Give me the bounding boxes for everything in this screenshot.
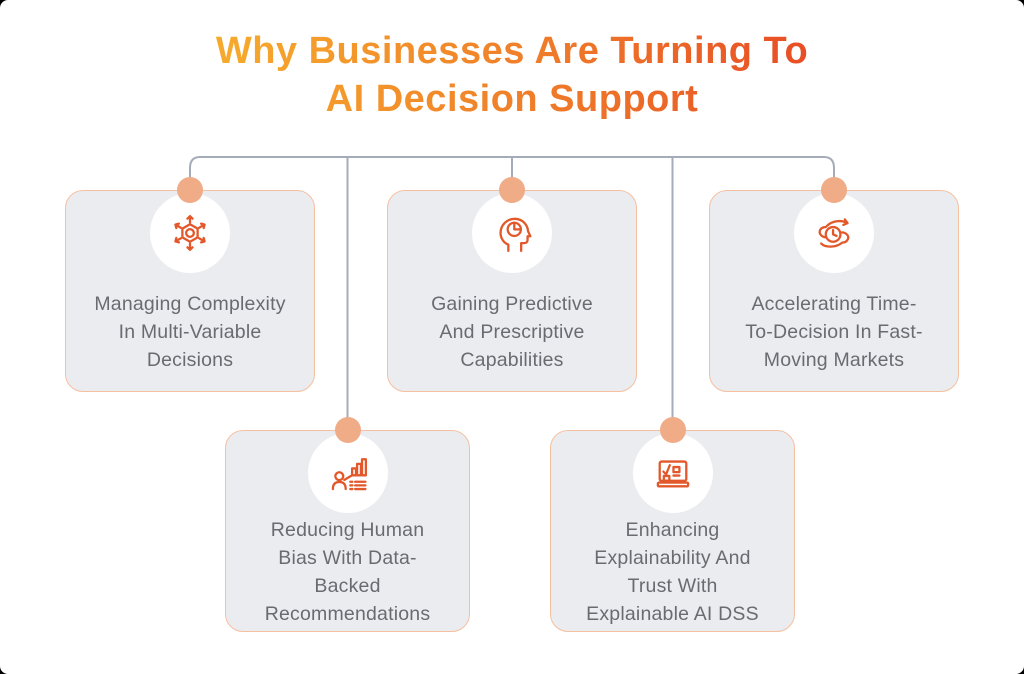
card-text: Managing Complexity In Multi-Variable De… — [94, 293, 286, 371]
card-reducing-human-bias: Reducing Human Bias With Data-Backed Rec… — [225, 430, 470, 632]
explainable-board-icon — [656, 460, 689, 488]
page-title-line2: AI Decision Support — [325, 77, 699, 120]
icon-circle — [632, 433, 713, 513]
time-clock-icon — [818, 218, 850, 248]
page-title: Why Businesses Are Turning To AI Decisio… — [216, 28, 808, 124]
page-title-line1: Why Businesses Are Turning To — [215, 30, 809, 72]
card-predictive-capabilities: Gaining Predictive And Prescriptive Capa… — [387, 190, 637, 392]
connector-dot — [177, 177, 203, 203]
connector-dot — [821, 177, 847, 203]
card-text: Enhancing Explainability And Trust With … — [586, 519, 759, 625]
card-time-to-decision: Accelerating Time-To-Decision In Fast-Mo… — [709, 190, 959, 392]
connector-dot — [334, 417, 361, 443]
card-text: Accelerating Time-To-Decision In Fast-Mo… — [745, 293, 923, 371]
complexity-hub-icon — [174, 214, 206, 252]
card-managing-complexity: Managing Complexity In Multi-Variable De… — [65, 190, 315, 392]
person-chart-icon — [331, 458, 367, 491]
card-text: Gaining Predictive And Prescriptive Capa… — [431, 293, 593, 371]
predictive-head-icon — [499, 217, 532, 253]
card-explainability-trust: Enhancing Explainability And Trust With … — [550, 430, 795, 632]
connector-dot — [499, 177, 525, 203]
icon-circle — [150, 193, 230, 273]
icon-circle — [472, 193, 552, 273]
icon-circle — [794, 193, 874, 273]
connector-dot — [659, 417, 686, 443]
icon-circle — [307, 433, 388, 513]
card-text: Reducing Human Bias With Data-Backed Rec… — [264, 519, 431, 625]
